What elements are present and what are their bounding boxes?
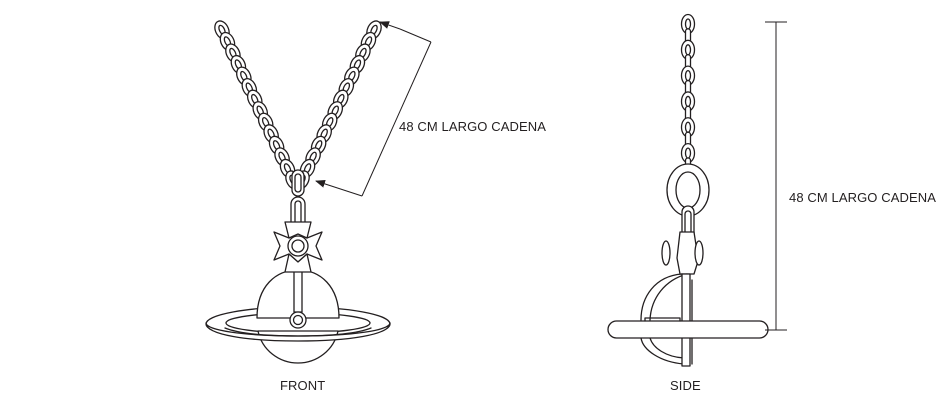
side-view xyxy=(607,13,787,367)
side-bail xyxy=(666,163,710,241)
front-orb-pendant xyxy=(205,221,391,364)
side-view-label: SIDE xyxy=(670,378,701,393)
side-dimension-label: 48 CM LARGO CADENA xyxy=(789,190,937,205)
side-orb-pendant xyxy=(607,231,769,367)
front-dimension-label: 48 CM LARGO CADENA xyxy=(399,119,547,134)
front-chain-left xyxy=(214,20,301,190)
chain-link xyxy=(680,13,696,35)
front-view xyxy=(205,20,432,364)
front-chain-right xyxy=(294,20,382,190)
front-dimension-arrow xyxy=(315,21,432,197)
front-view-label: FRONT xyxy=(280,378,326,393)
side-dimension-line xyxy=(765,21,787,331)
side-chain xyxy=(680,13,696,175)
